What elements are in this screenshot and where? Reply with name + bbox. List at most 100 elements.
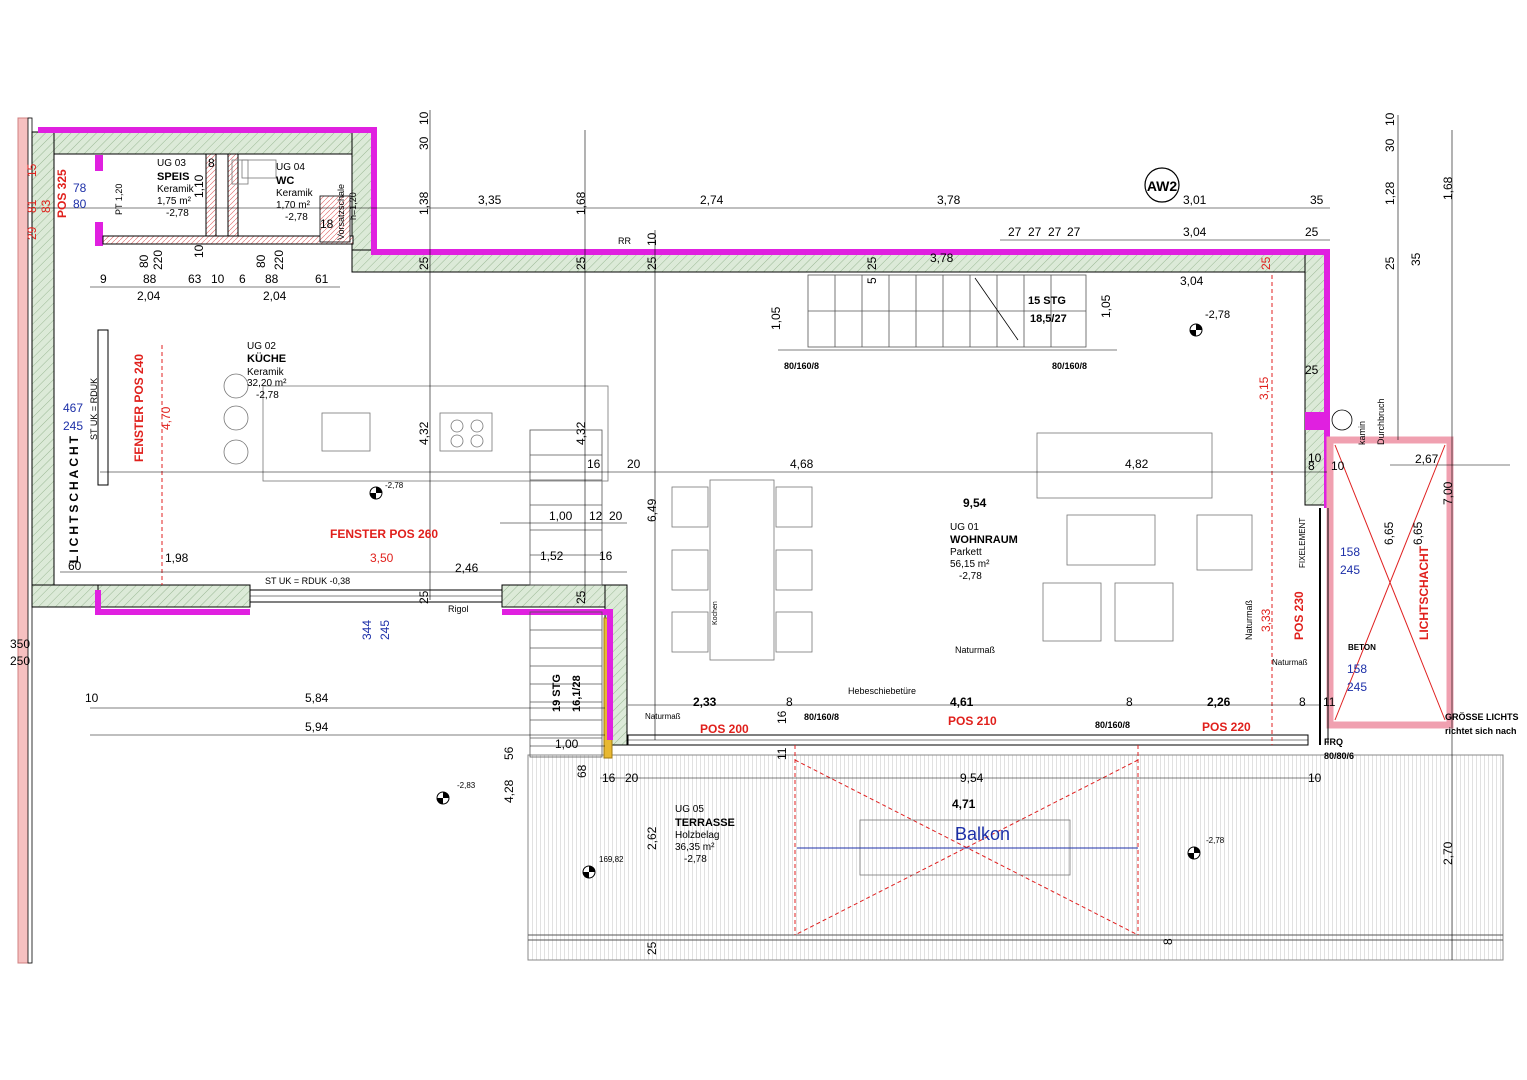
furniture [223, 159, 1353, 876]
dim-text: 4,71 [952, 797, 976, 811]
dim-text: 6,65 [1411, 521, 1425, 545]
room-name: WC [276, 175, 294, 187]
dim-text: 60 [68, 559, 82, 573]
main-staircase [807, 274, 1087, 348]
level-278-a: -2,78 [385, 481, 404, 490]
dim-text: 1,00 [549, 509, 573, 523]
dim-text: 3,01 [1183, 193, 1207, 207]
dim-text: 3,50 [370, 551, 394, 565]
dim-text: 83 [39, 199, 53, 213]
dim-text: 80 [73, 197, 87, 211]
level-markers [369, 323, 1203, 879]
dim-text: 11 [1323, 695, 1336, 709]
dim-text: 9 [100, 272, 107, 286]
naturmass-label: Naturmaß [955, 645, 996, 655]
dimension-labels-left-stack: 29 81 15 83 78 80 [25, 163, 87, 240]
dim-text: 4,28 [502, 779, 516, 803]
dim-text: 56 [502, 746, 516, 760]
vorsatzschale-label: Vorsatzschale [336, 184, 346, 240]
dim-text: 10 [417, 111, 431, 125]
room-level: -2,78 [959, 571, 982, 582]
dim-text: 1,00 [555, 737, 579, 751]
dim-text: 25 [417, 256, 431, 270]
dim-text: 8 [1126, 695, 1133, 709]
stairs-small-count: 19 STG [551, 674, 563, 712]
dimension-labels-bottom: 5,84 5,94 10 2,33 8 4,61 8 2,26 8 11 16 … [10, 637, 1455, 955]
dim-text: 245 [1347, 680, 1367, 694]
dim-text: 16 [775, 710, 789, 724]
dim-text: 25 [1259, 256, 1273, 270]
room-floor: Holzbelag [675, 830, 719, 841]
room-level: -2,78 [684, 854, 707, 865]
dim-text: 25 [417, 590, 431, 604]
dim-text: 15 [25, 163, 39, 177]
dimension-labels-stair: 27 27 27 27 3,04 25 [1008, 225, 1319, 239]
window-label-c: 80/160/8 [804, 712, 839, 722]
dim-text: 27 [1008, 225, 1022, 239]
dim-text: 3,04 [1183, 225, 1207, 239]
dim-text: 10 [192, 244, 206, 258]
exterior-walls [31, 131, 1328, 759]
pt120-label: PT 1,20 [114, 184, 124, 215]
dim-text: 6,65 [1382, 521, 1396, 545]
windows [97, 329, 1309, 746]
pos-200-label: POS 200 [700, 722, 749, 736]
dim-text: 2,04 [137, 289, 161, 303]
groesse-label-1: GRÖSSE LICHTS [1445, 712, 1519, 722]
dim-text: 1,05 [769, 306, 783, 330]
dim-text: 30 [417, 136, 431, 150]
dim-text: 4,82 [1125, 457, 1149, 471]
balkon-label: Balkon [955, 824, 1010, 844]
room-area: 36,35 m² [675, 842, 715, 853]
dim-text: 5 [865, 277, 879, 284]
dim-text: 20 [625, 771, 639, 785]
stairs-main-count: 15 STG [1028, 295, 1066, 307]
dim-text: 81 [25, 199, 39, 213]
dim-text: 350 [10, 637, 30, 651]
naturmass-vertical-label: Naturmaß [1244, 599, 1254, 640]
dim-text: 3,35 [478, 193, 502, 207]
room-floor: Keramik [157, 184, 195, 195]
stairs-small-ratio: 16,1/28 [571, 675, 583, 712]
dim-text: 10 [1308, 771, 1322, 785]
dim-text: 1,05 [1099, 294, 1113, 318]
dim-text: 4,32 [417, 421, 431, 445]
dim-text: 2,26 [1207, 695, 1231, 709]
dimension-labels-misc: 3,78 3,04 25 10 25 25 25 5 25 1,05 1,05 … [417, 232, 1423, 330]
dim-text: 4,70 [159, 406, 173, 430]
dim-text: 12 [589, 509, 603, 523]
pos-325-label: POS 325 [55, 169, 69, 218]
room-floor: Keramik [276, 188, 314, 199]
fixelement-label: FIXELEMENT [1298, 518, 1307, 568]
dim-text: 3,78 [937, 193, 961, 207]
axis-label: AW2 [1147, 178, 1178, 194]
dim-text: 158 [1347, 662, 1367, 676]
dim-text: 88 [143, 272, 157, 286]
room-code: UG 04 [276, 162, 305, 173]
dim-text: 18 [320, 217, 334, 231]
dim-text: 220 [151, 250, 165, 270]
dim-text: 25 [645, 256, 659, 270]
naturmass-right-label: Naturmaß [1272, 658, 1308, 667]
dim-text: 1,28 [1383, 181, 1397, 205]
dim-text: 2,04 [263, 289, 287, 303]
dim-text: 5,84 [305, 691, 329, 705]
room-floor: Parkett [950, 547, 982, 558]
room-label-wohnraum: UG 01 WOHNRAUM Parkett 56,15 m² -2,78 [950, 522, 1018, 582]
dim-text: 2,46 [455, 561, 479, 575]
naturmass-small-label: Naturmaß [645, 712, 681, 721]
room-name: KÜCHE [247, 352, 286, 365]
dim-text: 35 [1310, 193, 1324, 207]
rr-label: RR [618, 236, 631, 246]
dim-text: 4,32 [574, 421, 588, 445]
durchbruch-label: Durchbruch [1376, 398, 1386, 445]
room-code: UG 03 [157, 158, 186, 169]
dimension-labels-interior: 4,32 4,70 4,32 1,00 12 20 6,49 1,98 60 3… [63, 156, 1439, 640]
window-label-a: 80/160/8 [784, 361, 819, 371]
dimension-labels-top: 1,38 3,35 1,68 2,74 3,78 3,01 35 1,28 1,… [417, 111, 1455, 215]
dim-text: 3,78 [930, 251, 954, 265]
dim-text: 25 [1305, 363, 1319, 377]
room-level: -2,78 [166, 208, 189, 219]
dim-text: 25 [645, 941, 659, 955]
dim-text: 3,15 [1257, 376, 1271, 400]
